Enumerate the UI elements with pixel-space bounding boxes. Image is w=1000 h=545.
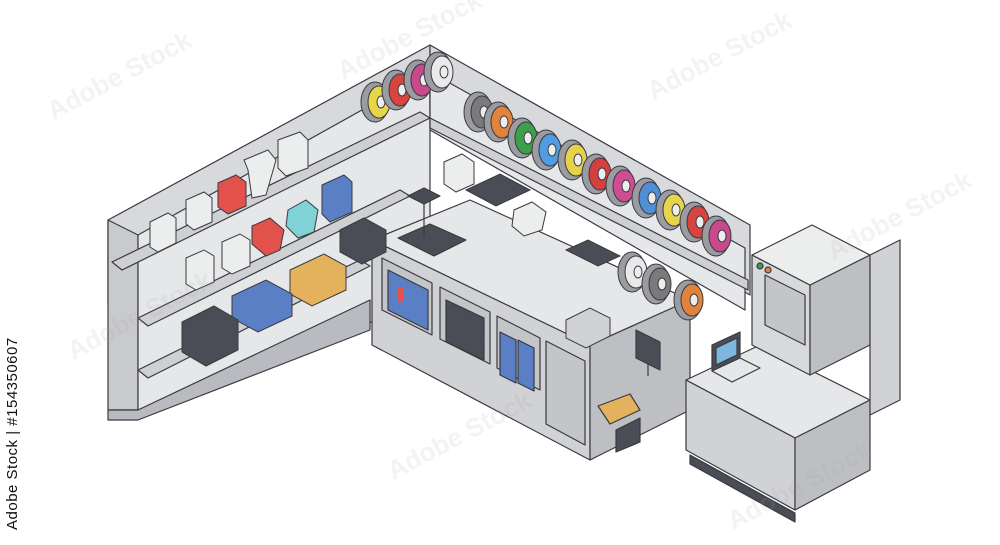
- laptop-base: [711, 357, 761, 383]
- filament-spool-icon: [655, 189, 686, 231]
- filament-spool-icon: [483, 101, 514, 143]
- printer-light-green: [756, 262, 764, 270]
- filament-spool-icon: [641, 263, 672, 305]
- white-prism: [185, 191, 213, 231]
- blue-tall-box: [321, 174, 353, 223]
- red-cube: [217, 174, 247, 215]
- stock-caption: Adobe Stock | #154350607: [4, 337, 21, 530]
- red-gem: [251, 217, 285, 257]
- blue-binder-2: [517, 339, 535, 392]
- filament-spool-icon: [701, 215, 732, 257]
- mini-printer-head: [407, 187, 441, 205]
- sample-cube: [443, 153, 475, 193]
- red-label: [397, 288, 404, 302]
- cyan-gem: [285, 199, 319, 239]
- grey-polygon-object: [511, 201, 547, 237]
- printer-window: [764, 274, 806, 346]
- filament-spool-icon: [557, 139, 588, 181]
- filament-spool-icon: [423, 51, 454, 93]
- dark-box-island: [615, 417, 641, 453]
- filament-spool-icon: [531, 129, 562, 171]
- white-block: [149, 212, 177, 253]
- dark-storage-box: [445, 299, 485, 361]
- filament-spool-icon: [581, 153, 612, 195]
- filament-spool-icon: [673, 279, 704, 321]
- left-wall-front-face: [107, 219, 139, 411]
- grey-cylinder: [185, 249, 215, 291]
- dark-stack: [181, 305, 239, 367]
- laptop-display: [715, 337, 738, 366]
- filament-spool-icon: [605, 165, 636, 207]
- filament-spool-icon: [507, 117, 538, 159]
- left-shelving-base: [107, 299, 371, 421]
- dark-plate: [564, 239, 622, 267]
- control-panel-device: [464, 173, 532, 207]
- printer-tall-unit: [869, 239, 901, 416]
- dark-stack-2: [339, 217, 387, 265]
- small-box-stack: [565, 307, 611, 349]
- filament-spool-rack: [360, 51, 732, 321]
- blue-storage-box: [387, 269, 429, 331]
- mini-printer-base: [397, 223, 467, 257]
- desk-side: [794, 399, 871, 511]
- wire-cube: [277, 131, 309, 177]
- monitor-screen: [635, 329, 661, 371]
- cardboard-box-island: [597, 393, 641, 425]
- printer-light-orange: [764, 266, 772, 274]
- shelf-objects: [149, 131, 622, 367]
- blue-binder-1: [499, 331, 517, 384]
- desk-kickplate: [689, 454, 796, 523]
- right-shelf: [429, 117, 749, 291]
- dice-block: [221, 233, 251, 275]
- grey-funnel: [243, 149, 277, 199]
- cubby-4: [545, 340, 586, 446]
